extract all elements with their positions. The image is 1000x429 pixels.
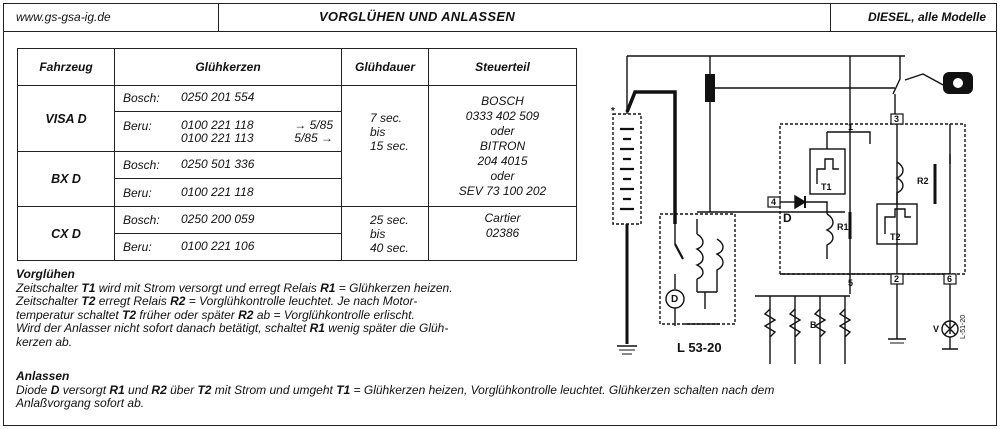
body-line: Zeitschalter T2 erregt Relais R2 = Vorgl…	[16, 294, 418, 308]
vehicle-cx: CX D	[17, 206, 115, 261]
duration-text: 7 sec.	[370, 111, 403, 126]
table-cell: Bosch: 0250 501 336	[114, 151, 342, 180]
body-line: temperatur schaltet T2 früher oder späte…	[16, 307, 415, 322]
body-line: Wird der Anlasser nicht sofort danach be…	[16, 321, 449, 335]
duration-cell: 25 sec. bis 40 sec.	[341, 206, 429, 261]
motor-label: D	[671, 294, 678, 305]
control-unit-cell: Cartier 02386	[428, 206, 577, 261]
header-divider	[218, 4, 219, 32]
duration-cell: 7 sec. bis 15 sec.	[341, 85, 429, 179]
duration-text: 25 sec.	[370, 212, 409, 227]
duration-text: bis	[370, 226, 386, 241]
wiring-diagram: 1 3 4 5 2 6 T1 T2 R1 R2 B V D D * L-51-2…	[611, 55, 973, 364]
brand-label: Bosch:	[123, 213, 160, 228]
v-label: V	[933, 324, 939, 334]
table-cell: Bosch: 0250 200 059	[114, 206, 342, 235]
brand-label: Bosch:	[123, 158, 160, 173]
duration-cell	[341, 178, 429, 208]
starter-label: L 53-20	[677, 340, 722, 355]
t1-label: T1	[821, 182, 832, 192]
duration-text: bis	[370, 125, 386, 140]
body-line: Zeitschalter T1 wird mit Strom versorgt …	[16, 280, 453, 295]
control-text: oder	[490, 168, 515, 183]
control-unit-cell: BOSCH 0333 402 509 oder BITRON 204 4015 …	[428, 85, 577, 207]
part-number: 0100 221 118	[181, 184, 254, 199]
brand-label: Beru:	[123, 118, 152, 133]
table-cell: Beru: 0100 221 106	[114, 233, 342, 261]
starting-section: Anlassen Diode D versorgt R1 und R2 über…	[16, 369, 981, 411]
part-number: 0250 501 336	[181, 157, 255, 172]
model-label: DIESEL, alle Modelle	[867, 10, 986, 24]
control-text: Cartier	[484, 211, 521, 226]
brand-label: Bosch:	[123, 91, 160, 106]
glow-plug-table: Fahrzeug Glühkerzen Glühdauer Steuerteil…	[17, 47, 577, 261]
control-text: oder	[490, 123, 515, 138]
body-line: kerzen ab.	[16, 334, 73, 349]
header-divider	[830, 4, 831, 32]
document-sheet: www.gs-gsa-ig.de VORGLÜHEN UND ANLASSEN …	[3, 3, 997, 426]
part-number: 0250 201 554	[181, 90, 255, 105]
control-text: 204 4015	[477, 153, 528, 168]
site-url: www.gs-gsa-ig.de	[16, 10, 111, 24]
r2-label: R2	[917, 176, 929, 186]
table-cell: Bosch: 0250 201 554	[114, 85, 342, 112]
terminal-label: 5	[848, 278, 853, 288]
col-header-vehicle: Fahrzeug	[17, 47, 115, 87]
battery-star: *	[611, 106, 615, 117]
r1-label: R1	[837, 222, 849, 232]
table-cell: Beru: 0100 221 118	[114, 178, 342, 208]
body-line: Anlaßvorgang sofort ab.	[16, 396, 145, 410]
page-title: VORGLÜHEN UND ANLASSEN	[318, 9, 516, 24]
col-header-control: Steuerteil	[428, 47, 577, 87]
t2-label: T2	[890, 232, 901, 242]
vehicle-visa: VISA D	[17, 85, 115, 153]
terminal-label: 3	[894, 114, 899, 124]
terminal-label: 4	[771, 197, 776, 207]
date-note: 5/85 →	[294, 130, 333, 145]
control-text: BOSCH	[481, 93, 524, 108]
part-number: 0100 221 118	[181, 117, 254, 132]
b-label: B	[810, 320, 817, 330]
preglow-section: Vorglühen Zeitschalter T1 wird mit Strom…	[16, 267, 981, 349]
terminal-label: 1	[848, 122, 853, 132]
header-bar: www.gs-gsa-ig.de VORGLÜHEN UND ANLASSEN …	[4, 4, 996, 32]
lamp-code: L-51-20	[960, 315, 967, 339]
control-text: 02386	[485, 226, 520, 241]
col-header-plugs: Glühkerzen	[114, 47, 342, 87]
brand-label: Beru:	[123, 240, 152, 255]
body-line: Diode D versorgt R1 und R2 über T2 mit S…	[16, 382, 775, 397]
ignition-key-icon	[943, 72, 973, 94]
brand-label: Beru:	[123, 185, 152, 200]
section-heading: Anlassen	[16, 369, 70, 383]
duration-text: 40 sec.	[370, 240, 409, 255]
part-number: 0250 200 059	[181, 212, 255, 227]
duration-text: 15 sec.	[370, 139, 409, 154]
diode-label: D	[783, 211, 792, 225]
terminal-label: 6	[947, 274, 952, 284]
part-number: 0100 221 113	[181, 130, 254, 145]
control-text: SEV 73 100 202	[458, 183, 547, 198]
col-header-duration: Glühdauer	[341, 47, 429, 87]
section-heading: Vorglühen	[16, 267, 75, 281]
terminal-label: 2	[894, 274, 899, 284]
date-note: → 5/85	[294, 117, 333, 132]
part-number: 0100 221 106	[181, 239, 255, 254]
vehicle-bx: BX D	[17, 151, 115, 208]
control-text: BITRON	[479, 138, 526, 153]
control-text: 0333 402 509	[465, 108, 540, 123]
